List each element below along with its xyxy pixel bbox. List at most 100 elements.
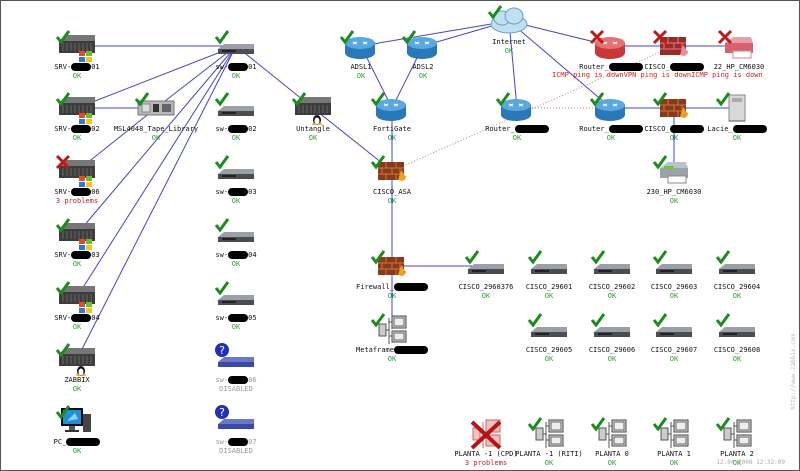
map-node-planta-riti[interactable]: PLANTA -1 (RITI)OK (489, 416, 609, 468)
link-internet-router-r (508, 20, 612, 109)
map-node-cisco-r[interactable]: CISCO_OK (614, 91, 734, 143)
svg-text:?: ? (219, 406, 225, 419)
node-label: sw-06 (215, 376, 257, 384)
link-adsl1-internet (360, 20, 510, 47)
node-status: OK (72, 134, 82, 142)
router-icon (339, 29, 383, 63)
map-node-router-down[interactable]: Router_ (551, 29, 671, 72)
map-node-router-r[interactable]: Router_OK (551, 91, 671, 143)
node-label: Router_ (551, 125, 671, 134)
redacted-text (669, 125, 704, 133)
redacted-text (228, 376, 249, 384)
router-icon (401, 29, 445, 63)
node-status: OK (732, 459, 742, 467)
error-messages: ICMP ping is downVPN ping is downICMP pi… (552, 71, 763, 79)
node-status: OK (544, 292, 554, 300)
node-status: OK (669, 355, 679, 363)
link-untangle-cisco-asa (312, 107, 393, 172)
node-label: SRV-03 (54, 251, 100, 259)
node-label: PLANTA 0 (595, 450, 629, 458)
map-node-planta-cpd[interactable]: PLANTA -1 (CPD)3 problems (426, 416, 546, 468)
node-label: CISCO_29607 (650, 346, 698, 354)
node-label: 230_HP_CM6030 (646, 188, 702, 196)
redacted-text (71, 188, 92, 196)
node-status: 3 problems (464, 459, 508, 467)
redacted-text (228, 188, 249, 196)
node-status: OK (504, 47, 514, 55)
node-status: OK (72, 385, 82, 393)
node-status: OK (231, 72, 241, 80)
map-node-lacie[interactable]: Lacie_OK (677, 91, 797, 143)
server-win-icon (55, 29, 99, 63)
node-status: OK (481, 292, 491, 300)
router-icon (589, 91, 633, 125)
node-status: OK (72, 72, 82, 80)
vendor-link[interactable]: http://www.zabbix.com (790, 334, 797, 410)
redacted-text (669, 63, 704, 71)
map-node-printer22[interactable]: 22_HP_CM6030 (679, 29, 799, 72)
map-node-pc[interactable]: PC_OK (17, 404, 137, 456)
cloud-icon (487, 4, 531, 38)
map-node-firewall[interactable]: Firewall_OK (332, 249, 452, 301)
switch-icon (590, 249, 634, 283)
link-zabbix-sw01 (76, 45, 237, 360)
node-label: sw-07 (215, 438, 257, 446)
map-node-cisco-down[interactable]: CISCO_ (614, 29, 734, 72)
node-status: OK (72, 260, 82, 268)
node-label: Untangle (296, 125, 330, 133)
switch-icon (214, 280, 258, 314)
map-timestamp: 12.04.2008 12:32:09 (716, 459, 785, 466)
node-label: SRV-04 (54, 314, 100, 322)
node-label: CISCO_ (614, 125, 734, 134)
node-label: SRV-01 (54, 63, 100, 71)
node-status: DISABLED (219, 385, 253, 393)
node-status: OK (732, 134, 742, 142)
firewall-icon (370, 249, 414, 283)
node-label: Internet (492, 38, 526, 46)
node-status: OK (387, 197, 397, 205)
node-status: OK (231, 260, 241, 268)
node-status: DISABLED (219, 447, 253, 455)
node-status: OK (356, 72, 366, 80)
switch-icon (214, 217, 258, 251)
link-internet-router-mid (508, 20, 518, 109)
node-label: Firewall_ (332, 283, 452, 292)
node-label: CISCO_29601 (525, 283, 573, 291)
map-node-router-mid[interactable]: Router_OK (457, 91, 577, 143)
